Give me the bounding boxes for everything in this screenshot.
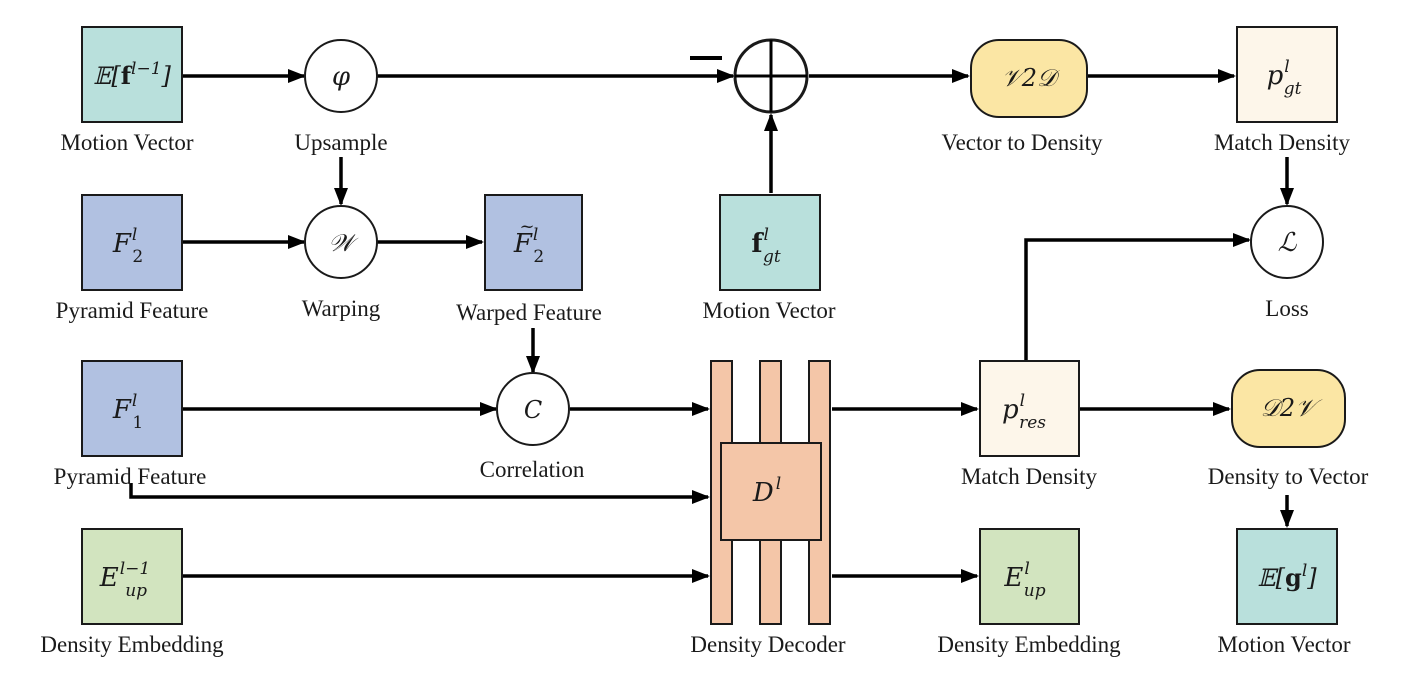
decoder-core-box <box>720 442 822 541</box>
label-vector-to-density: Vector to Density <box>942 130 1103 155</box>
label-warped-feature: Warped Feature <box>456 300 602 325</box>
pyramid-feature-2-box <box>81 194 183 291</box>
d2v-symbol: 𝒟2𝒱 <box>1261 394 1323 422</box>
label-motion-vector-top: Motion Vector <box>60 130 193 155</box>
label-pyramid-feature-2: Pyramid Feature <box>56 298 209 323</box>
label-loss: Loss <box>1265 296 1309 321</box>
density-embedding-prev-box <box>81 528 183 625</box>
arrow-res-density-to-loss <box>1024 233 1251 361</box>
node-motion-vector-prev: 𝔼[fl−1] <box>81 26 183 123</box>
match-density-gt-box <box>1236 26 1338 123</box>
label-warping: Warping <box>302 296 381 321</box>
node-correlation: 𝐶 <box>496 372 570 446</box>
arrow-pyramid1-skip-to-decoder <box>129 483 710 504</box>
node-loss: ℒ <box>1250 205 1324 279</box>
node-warping: 𝒲 <box>304 205 378 279</box>
label-motion-vector-gt: Motion Vector <box>702 298 835 323</box>
upsample-symbol: φ <box>332 62 351 92</box>
label-density-embedding-right: Density Embedding <box>937 632 1121 657</box>
label-match-density-res: Match Density <box>961 464 1098 489</box>
connectors <box>129 69 1294 583</box>
match-density-res-box <box>979 360 1080 457</box>
warped-feature-box <box>484 194 583 291</box>
correlation-symbol: 𝐶 <box>524 396 542 424</box>
v2d-symbol: 𝒱2𝒟 <box>1002 64 1061 92</box>
node-density-to-vector: 𝒟2𝒱 <box>1231 369 1346 448</box>
motion-vector-prev-box <box>81 26 183 123</box>
motion-vector-gt-box <box>719 194 821 291</box>
upsample-circle <box>304 39 378 113</box>
node-sum <box>733 38 809 114</box>
warping-circle <box>304 205 378 279</box>
label-density-embedding-left: Density Embedding <box>40 632 224 657</box>
label-correlation: Correlation <box>480 457 585 482</box>
motion-vector-out-math: 𝔼[gl] <box>1257 561 1317 592</box>
correlation-circle <box>496 372 570 446</box>
label-match-density-top: Match Density <box>1214 130 1351 155</box>
label-motion-vector-bottom: Motion Vector <box>1217 632 1350 657</box>
motion-vector-out-box <box>1236 528 1338 625</box>
d2v-box <box>1231 369 1346 448</box>
node-vector-to-density: 𝒱2𝒟 <box>970 39 1088 118</box>
node-motion-vector-out: 𝔼[gl] <box>1236 528 1338 625</box>
label-density-decoder: Density Decoder <box>690 632 846 657</box>
loss-circle <box>1250 205 1324 279</box>
loss-symbol: ℒ <box>1278 228 1298 258</box>
node-upsample: φ <box>304 39 378 113</box>
label-upsample: Upsample <box>294 130 387 155</box>
density-embedding-next-box <box>979 528 1080 625</box>
warped-feature-tilde: ~ <box>519 216 534 237</box>
v2d-box <box>970 39 1088 118</box>
label-density-to-vector: Density to Vector <box>1208 464 1369 489</box>
pyramid-feature-1-box <box>81 360 183 457</box>
label-pyramid-feature-1: Pyramid Feature <box>54 464 207 489</box>
